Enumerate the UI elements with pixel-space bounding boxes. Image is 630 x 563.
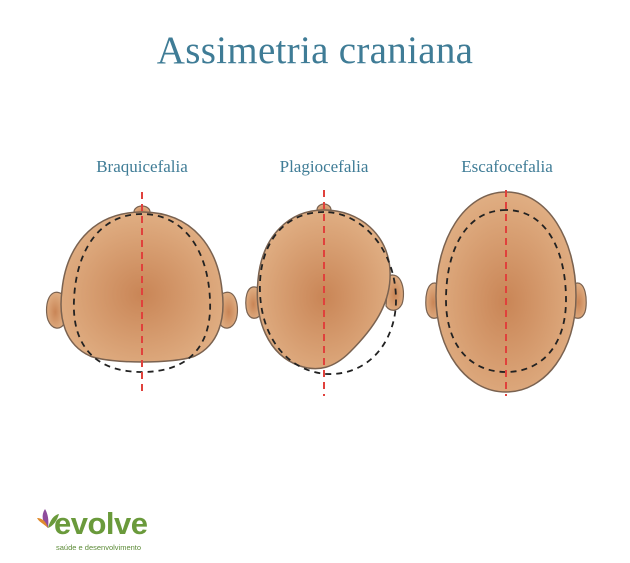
label-braquicefalia: Braquicefalia [96, 157, 188, 176]
label-escafocefalia: Escafocefalia [461, 157, 553, 176]
head-braquicefalia [45, 192, 239, 396]
page-title: Assimetria craniana [156, 29, 474, 72]
label-plagiocefalia: Plagiocefalia [279, 157, 369, 176]
head-plagiocefalia [245, 190, 405, 396]
normal-outline-dashed [259, 211, 397, 375]
normal-outline-dashed [445, 209, 567, 373]
ear-left [45, 291, 65, 329]
head-escafocefalia [425, 190, 587, 396]
leaf-icon [37, 509, 59, 528]
ear-right [385, 274, 405, 311]
ear-right [219, 291, 239, 329]
logo-tagline: saúde e desenvolvimento [56, 543, 142, 552]
logo-wordmark: evolve [54, 506, 148, 541]
evolve-logo: evolve saúde e desenvolvimento [36, 504, 186, 556]
